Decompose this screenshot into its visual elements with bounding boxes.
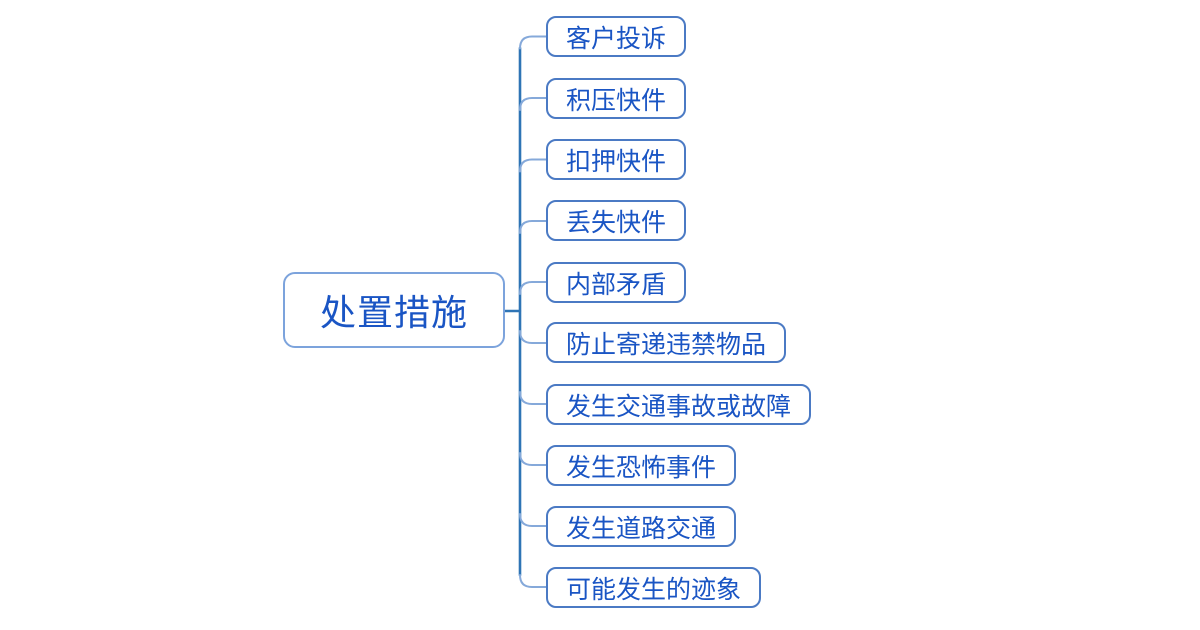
root-node-disposal-measures[interactable]: 处置措施	[283, 272, 505, 348]
branch-line-8	[519, 452, 547, 466]
child-node-lost-parcels[interactable]: 丢失快件	[546, 200, 687, 241]
child-node-backlogged-parcels[interactable]: 积压快件	[546, 78, 687, 119]
branch-line-2	[519, 97, 547, 111]
branch-line-7	[519, 391, 547, 405]
child-node-prevent-prohibited-items[interactable]: 防止寄递违禁物品	[546, 322, 787, 363]
branch-line-10	[519, 574, 547, 588]
branch-line-6	[519, 330, 547, 344]
child-node-terror-incident[interactable]: 发生恐怖事件	[546, 445, 737, 486]
child-node-detained-parcels[interactable]: 扣押快件	[546, 139, 687, 180]
child-node-internal-conflict[interactable]: 内部矛盾	[546, 262, 687, 303]
branch-line-4	[519, 220, 547, 234]
branch-line-9	[519, 513, 547, 527]
child-node-possible-signs[interactable]: 可能发生的迹象	[546, 567, 762, 608]
branch-line-5	[519, 281, 547, 295]
child-node-road-traffic[interactable]: 发生道路交通	[546, 506, 737, 547]
child-node-traffic-accident-or-breakdown[interactable]: 发生交通事故或故障	[546, 384, 812, 425]
branch-line-3	[519, 158, 547, 173]
branch-line-1	[519, 35, 547, 50]
child-node-customer-complaints[interactable]: 客户投诉	[546, 16, 687, 57]
